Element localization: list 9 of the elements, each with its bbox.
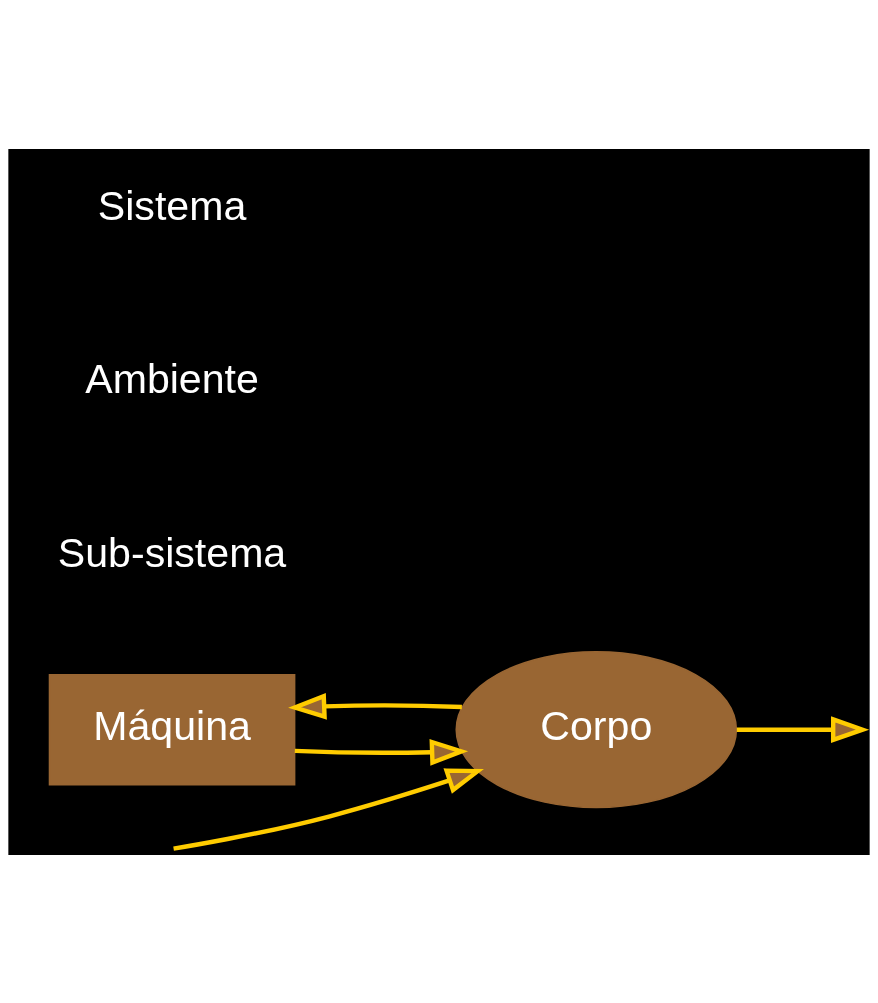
arrow — [173, 767, 484, 851]
label: Sub-sistema — [57, 529, 287, 576]
label: Ambiente — [85, 355, 259, 402]
arrow — [294, 738, 469, 766]
label: Sistema — [97, 182, 247, 229]
arrow — [736, 715, 870, 743]
node-box: Máquina — [48, 673, 296, 785]
node-ellipse: Corpo — [455, 650, 738, 808]
arrow — [288, 692, 462, 720]
